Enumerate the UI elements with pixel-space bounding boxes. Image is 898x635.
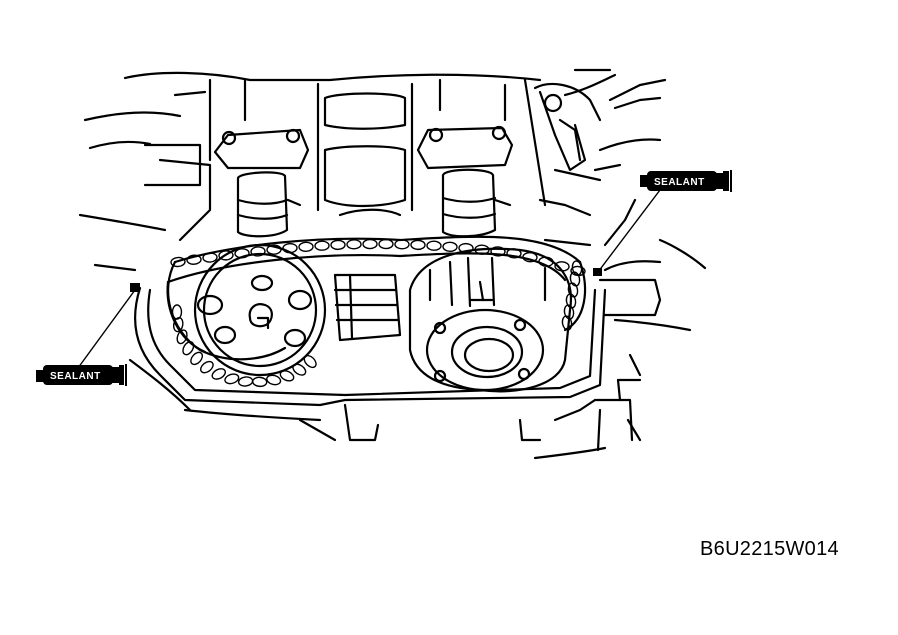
chain-link — [458, 242, 474, 254]
chain-link — [330, 239, 346, 251]
sealant-tag-left: SEALANT — [36, 364, 127, 386]
chain-link — [171, 304, 183, 320]
chain-link — [200, 360, 214, 374]
chain-link — [211, 368, 226, 380]
sealant-point-left — [77, 283, 140, 369]
chain-link — [426, 240, 442, 251]
chain-link — [186, 254, 202, 265]
chain-link — [218, 250, 234, 261]
chain-link — [266, 374, 282, 386]
chain-link — [394, 239, 410, 250]
chain-link — [279, 370, 295, 382]
cylinder-head — [78, 68, 667, 272]
chain-link — [346, 239, 362, 250]
sealant-point-right — [593, 189, 661, 276]
figure-code: B6U2215W014 — [700, 538, 839, 560]
chain-link — [202, 252, 218, 263]
chain-link — [252, 376, 268, 388]
right-shaft — [598, 238, 707, 332]
chain-link — [182, 341, 195, 356]
chain-link — [410, 239, 426, 251]
chain-link — [190, 351, 204, 366]
chain-link — [250, 246, 266, 257]
chain-link — [172, 316, 184, 333]
chain-link — [362, 238, 378, 250]
chain-link — [298, 241, 314, 253]
chain-link — [170, 256, 186, 268]
chain-link — [378, 238, 394, 250]
sealant-tag-right: SEALANT — [640, 170, 732, 192]
chain-link — [442, 241, 458, 253]
sealant-label-left: SEALANT — [50, 371, 101, 382]
chain-link — [314, 240, 330, 251]
sealant-label-right: SEALANT — [654, 177, 705, 188]
chain-guide — [333, 273, 402, 342]
chain-link — [490, 246, 506, 257]
chain-link — [237, 376, 254, 387]
timing-cover — [128, 286, 642, 460]
left-camshaft-sprocket — [193, 243, 327, 377]
left-camshaft — [213, 128, 310, 238]
chain-link — [303, 354, 317, 369]
chain-link — [224, 373, 240, 385]
chain-link — [176, 329, 188, 345]
variable-valve-timing-unit — [408, 247, 572, 393]
right-camshaft — [416, 125, 514, 238]
